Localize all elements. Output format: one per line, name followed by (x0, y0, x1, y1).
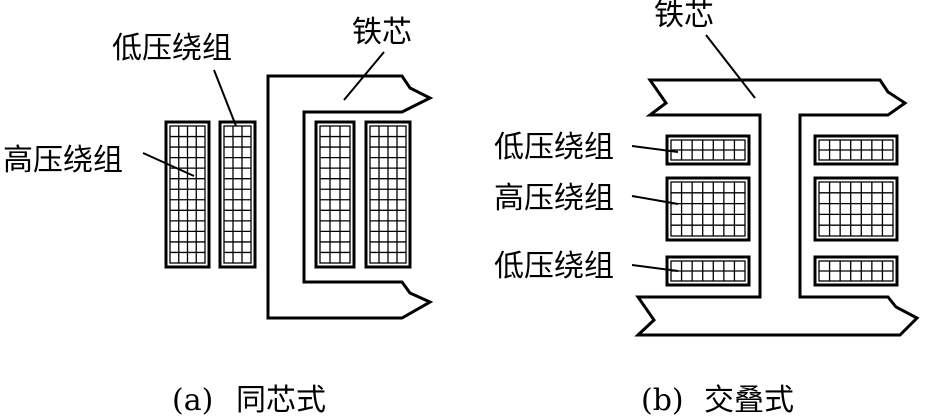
figure-b-low-voltage-bottom-label: 低压绕组 (494, 249, 614, 284)
figure-b-core-outline (634, 78, 920, 337)
figure-b-interleaved: 铁芯 低压绕组 高压绕组 低压绕组 (b) 交叠式 (494, 0, 920, 417)
figure-b-high-voltage-left-frame (665, 176, 751, 242)
figure-a-windings (164, 120, 412, 269)
figure-b-caption-text: 交叠式 (704, 383, 794, 417)
figure-b-core-label: 铁芯 (654, 0, 714, 33)
figure-b-core-leader (705, 34, 756, 99)
figure-a-caption-text: 同芯式 (236, 383, 326, 417)
figure-a-low-voltage-winding-inner-frame (223, 125, 252, 264)
figure-a-core-outline (266, 74, 434, 320)
figure-a-inner-winding-right-inner-frame (369, 125, 407, 264)
figure-b-low-voltage-top-left (665, 134, 751, 166)
figure-a-concentric: 低压绕组 高压绕组 铁芯 (a) 同芯式 (3, 15, 434, 417)
figure-a-low-voltage-label: 低压绕组 (112, 31, 232, 66)
figure-b-high-voltage-left-inner-frame (670, 181, 746, 237)
figure-a-inner-winding-right (364, 120, 412, 269)
figure-b-low-voltage-bottom-leader (631, 264, 679, 272)
figure-b-caption-letter: (b) (641, 383, 684, 417)
figure-b-low-voltage-top-right-inner-frame (818, 139, 894, 161)
figure-b-low-voltage-bottom-left (665, 255, 751, 287)
figure-a-high-voltage-winding-inner-frame (169, 125, 206, 264)
figure-b-low-voltage-bottom-right-inner-frame (818, 260, 894, 282)
figure-b-low-voltage-top-leader (631, 145, 679, 153)
figure-b-low-voltage-top-left-inner-frame (670, 139, 746, 161)
figure-b-high-voltage-label: 高压绕组 (494, 181, 614, 216)
figure-a-core-leader (343, 51, 385, 101)
figure-b-high-voltage-leader (631, 195, 679, 205)
figure-b-high-voltage-left (665, 176, 751, 242)
figure-b-high-voltage-right-inner-frame (818, 181, 894, 237)
figure-a-high-voltage-leader (142, 152, 195, 177)
figure-a-inner-winding-left (314, 120, 356, 269)
figure-a-high-voltage-label: 高压绕组 (3, 143, 123, 178)
figure-a-low-voltage-winding-frame (218, 120, 257, 269)
figure-a-low-voltage-leader (213, 69, 237, 127)
figure-a-low-voltage-winding (218, 120, 257, 269)
figure-b-low-voltage-top-right (813, 134, 899, 166)
figure-a-core-label: 铁芯 (352, 15, 412, 50)
figure-a-inner-winding-left-inner-frame (319, 125, 351, 264)
figure-b-high-voltage-right (813, 176, 899, 242)
figure-b-windings (665, 134, 899, 287)
figure-b-low-voltage-top-label: 低压绕组 (494, 130, 614, 165)
figure-b-high-voltage-right-frame (813, 176, 899, 242)
figure-a-caption-letter: (a) (172, 383, 213, 417)
figure-a-high-voltage-winding (164, 120, 211, 269)
figure-b-low-voltage-bottom-right (813, 255, 899, 287)
figure-a-inner-winding-left-frame (314, 120, 356, 269)
